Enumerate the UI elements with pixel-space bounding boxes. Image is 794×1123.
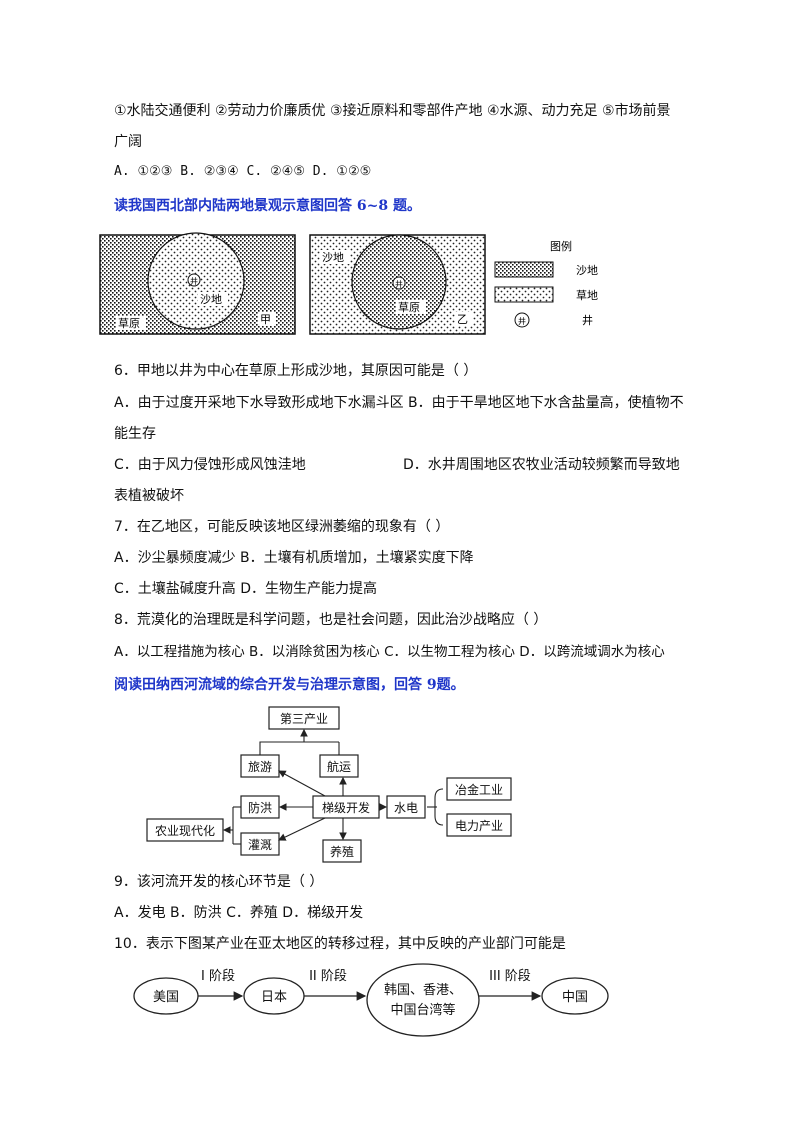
legend-title: 图例 <box>550 239 572 253</box>
legend-grass-label: 草地 <box>576 289 598 302</box>
label-metallurgy: 冶金工业 <box>455 782 503 797</box>
label-irrigation: 灌溉 <box>248 838 272 852</box>
q7-options-cd: C．土壤盐碱度升高 D．生物生产能力提高 <box>114 581 378 597</box>
legend-well-icon <box>514 312 530 328</box>
label-nie-line2: 中国台湾等 <box>390 1002 455 1018</box>
legend-sand-label: 沙地 <box>576 264 598 277</box>
label-tertiary: 第三产业 <box>280 712 328 726</box>
panel-jia: 井 沙地 草原 甲 <box>99 232 296 335</box>
well-label: 井 <box>190 276 198 286</box>
q6-option-d-line2: 表植被破坏 <box>114 488 184 504</box>
jia-sand-label: 沙地 <box>200 293 222 306</box>
legend-grass-swatch <box>494 286 554 303</box>
jia-label: 甲 <box>260 313 271 326</box>
legend-well-glyph: 井 <box>518 316 526 326</box>
label-japan: 日本 <box>261 990 287 1005</box>
label-cascade: 梯级开发 <box>322 800 370 815</box>
well-icon <box>187 273 201 287</box>
q7-stem: 7．在乙地区，可能反映该地区绿洲萎缩的现象有（ ） <box>114 519 450 535</box>
intro-9: 阅读田纳西河流域的综合开发与治理示意图，回答 9题。 <box>114 677 465 693</box>
q6-options-ab-line2: 能生存 <box>114 426 156 442</box>
label-power: 电力产业 <box>455 819 503 833</box>
label-tourism: 旅游 <box>248 760 272 774</box>
legend: 图例 沙地 草地 井 井 <box>494 239 598 328</box>
q8-choices: A．以工程措施为核心 B．以消除贫困为核心 C．以生物工程为核心 D．以跨流域调… <box>114 644 665 660</box>
label-nie-line1: 韩国、香港、 <box>384 983 462 998</box>
label-stage1: I 阶段 <box>201 969 235 984</box>
well-icon <box>392 276 406 290</box>
q8-stem: 8．荒漠化的治理既是科学问题，也是社会问题，因此治沙战略应（ ） <box>114 612 548 628</box>
q9-stem: 9．该河流开发的核心环节是（ ） <box>114 874 324 890</box>
q9-choices: A．发电 B．防洪 C．养殖 D．梯级开发 <box>114 905 364 921</box>
intro-6-8: 读我国西北部内陆两地景观示意图回答 6~8 题。 <box>114 198 421 214</box>
node-nie <box>366 963 480 1037</box>
q6-stem: 6．甲地以井为中心在草原上形成沙地，其原因可能是（ ） <box>114 363 478 379</box>
tennessee-flowchart: 第三产业 旅游 航运 梯级开发 防洪 水电 冶金工业 电力产业 农业现代化 灌溉… <box>146 706 512 863</box>
label-usa: 美国 <box>153 990 179 1005</box>
q5-choices: A. ①②③ B. ②③④ C. ②④⑤ D. ①②⑤ <box>114 164 372 179</box>
label-agri: 农业现代化 <box>155 824 215 838</box>
node-metallurgy <box>446 777 512 801</box>
yi-sand-label: 沙地 <box>322 251 344 264</box>
q10-stem: 10．表示下图某产业在亚太地区的转移过程，其中反映的产业部门可能是 <box>114 936 566 952</box>
q6-option-c: C．由于风力侵蚀形成风蚀洼地 <box>114 457 306 473</box>
label-hydro: 水电 <box>394 801 418 815</box>
q6-option-d-line1: D．水井周围地区农牧业活动较频繁而导致地 <box>403 457 680 473</box>
q7-options-ab: A．沙尘暴频度减少 B．土壤有机质增加，土壤紧实度下降 <box>114 550 474 566</box>
label-shipping: 航运 <box>327 759 351 774</box>
q6-options-ab-line1: A．由于过度开采地下水导致形成地下水漏斗区 B．由于干旱地区地下水含盐量高，使植… <box>114 395 684 411</box>
node-power <box>446 813 512 837</box>
yi-label: 乙 <box>457 313 468 326</box>
panel-yi: 沙地 井 草原 乙 <box>309 234 486 335</box>
label-aquaculture: 养殖 <box>330 844 354 859</box>
legend-well-label: 井 <box>582 313 593 327</box>
q5-options-line2: 广阔 <box>114 134 142 150</box>
jia-grass-label: 草原 <box>118 317 140 330</box>
node-china <box>541 977 609 1015</box>
label-flood: 防洪 <box>248 800 272 815</box>
yi-grass-label: 草原 <box>398 301 420 314</box>
label-stage2: II 阶段 <box>309 969 347 984</box>
label-china: 中国 <box>562 990 588 1005</box>
label-stage3: III 阶段 <box>489 969 531 984</box>
industry-transfer-diagram: 美国 日本 韩国、香港、 中国台湾等 中国 I 阶段 II 阶段 III 阶段 <box>133 963 609 1037</box>
legend-sand-swatch <box>494 261 554 278</box>
well-label: 井 <box>395 279 403 289</box>
landscape-figure: 井 沙地 草原 甲 沙地 井 草原 乙 图例 沙地 草地 井 井 <box>99 232 598 335</box>
q5-options-line1: ①水陆交通便利 ②劳动力价廉质优 ③接近原料和零部件产地 ④水源、动力充足 ⑤市… <box>114 103 671 119</box>
